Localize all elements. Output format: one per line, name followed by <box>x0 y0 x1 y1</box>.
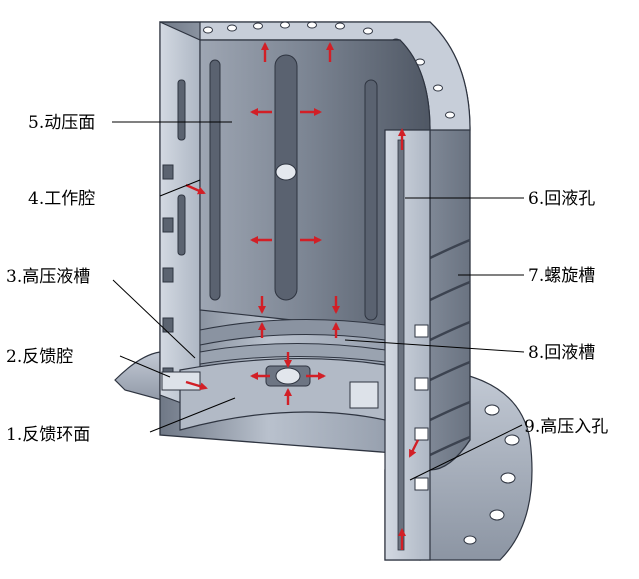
label-high-pressure-inlet: 9.高压入孔 <box>524 417 608 437</box>
label-feedback-cavity: 2.反馈腔 <box>6 347 73 367</box>
label-return-hole: 6.回液孔 <box>528 189 595 209</box>
label-spiral-groove: 7.螺旋槽 <box>528 266 595 286</box>
center-hole <box>275 163 297 181</box>
spiral-grooves <box>429 238 471 457</box>
feedback-ring-face <box>179 358 386 431</box>
return-hole <box>397 139 405 551</box>
flange-bolt-holes-bottom <box>463 404 520 545</box>
leader-lines <box>112 121 525 481</box>
label-return-groove: 8.回液槽 <box>528 343 595 363</box>
flow-arrows <box>185 42 420 550</box>
high-pressure-groove <box>199 343 386 365</box>
label-dynamic-pressure-surface: 5.动压面 <box>28 113 95 133</box>
right-wall-pockets <box>414 324 429 491</box>
feedback-cavity-pockets <box>161 365 379 409</box>
label-high-pressure-groove: 3.高压液槽 <box>6 267 90 287</box>
flange-bolt-holes-top <box>203 21 455 119</box>
label-working-cavity: 4.工作腔 <box>28 189 95 209</box>
label-feedback-ring-face: 1.反馈环面 <box>6 425 90 445</box>
